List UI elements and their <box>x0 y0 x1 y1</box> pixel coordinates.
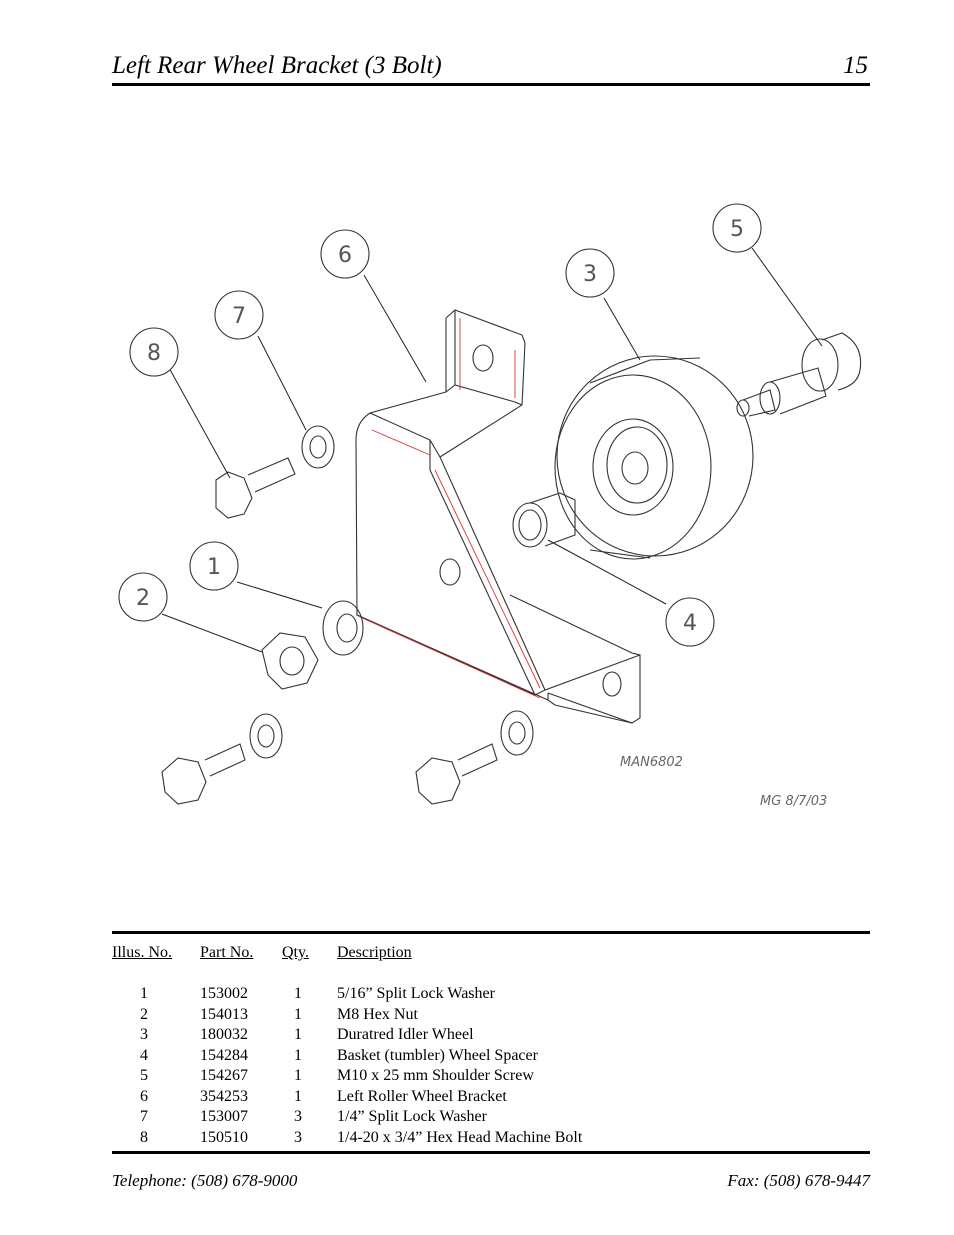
callout-leaders <box>161 247 823 653</box>
cell-desc: Left Roller Wheel Bracket <box>337 1087 507 1105</box>
col-header-qty: Qty. <box>282 944 309 961</box>
cell-illus: 7 <box>140 1108 148 1125</box>
table-row: 7 153007 3 1/4” Split Lock Washer <box>112 1107 870 1128</box>
parts-table: Illus. No. Part No. Qty. Description 1 1… <box>112 943 870 1148</box>
table-row: 5 154267 1 M10 x 25 mm Shoulder Screw <box>112 1066 870 1087</box>
cell-part: 150510 <box>200 1128 248 1146</box>
cell-illus: 4 <box>140 1046 148 1064</box>
idler-wheel <box>554 355 754 560</box>
page-title: Left Rear Wheel Bracket (3 Bolt) <box>112 52 442 79</box>
callout-5: 5 <box>730 217 744 242</box>
cell-qty: 1 <box>294 1067 302 1084</box>
cell-part: 154284 <box>200 1046 248 1064</box>
cell-part: 354253 <box>200 1087 248 1105</box>
table-row: 6 354253 1 Left Roller Wheel Bracket <box>112 1087 870 1108</box>
table-row: 8 150510 3 1/4-20 x 3/4” Hex Head Machin… <box>112 1128 870 1149</box>
lower-left-bolt <box>161 713 283 805</box>
cell-illus: 3 <box>140 1026 148 1043</box>
page-number: 15 <box>843 52 868 79</box>
lower-right-bolt <box>415 710 534 805</box>
cell-part: 154267 <box>200 1067 248 1084</box>
exploded-parts-diagram: 6 7 8 1 2 3 5 4 MAN6802 MG 8/7/03 <box>118 203 862 809</box>
cell-desc: M8 Hex Nut <box>337 1005 418 1023</box>
page-header: Left Rear Wheel Bracket (3 Bolt) 15 <box>112 52 870 82</box>
cell-part: 180032 <box>200 1026 248 1043</box>
col-header-part: Part No. <box>200 944 254 961</box>
cell-desc: 1/4” Split Lock Washer <box>337 1108 487 1125</box>
table-header-row: Illus. No. Part No. Qty. Description <box>112 943 870 964</box>
callout-balloons <box>118 203 762 647</box>
col-header-desc: Description <box>337 944 412 961</box>
shoulder-screw <box>736 332 862 417</box>
hex-nut <box>261 632 319 690</box>
cell-desc: Basket (tumbler) Wheel Spacer <box>337 1046 538 1064</box>
upper-lock-washer <box>301 425 335 469</box>
table-row: 3 180032 1 Duratred Idler Wheel <box>112 1025 870 1046</box>
cell-part: 154013 <box>200 1005 248 1023</box>
table-top-rule <box>112 931 870 934</box>
cell-qty: 1 <box>294 1026 302 1043</box>
cell-part: 153007 <box>200 1108 248 1125</box>
cell-illus: 8 <box>140 1128 148 1146</box>
cell-desc: 5/16” Split Lock Washer <box>337 985 495 1002</box>
wheel-spacer <box>512 492 576 548</box>
drawing-signature: MG 8/7/03 <box>760 794 827 809</box>
cell-illus: 6 <box>140 1087 148 1105</box>
header-rule <box>112 83 870 86</box>
upper-hex-bolt <box>215 457 296 519</box>
cell-qty: 1 <box>294 1046 302 1064</box>
telephone-text: Telephone: (508) 678-9000 <box>112 1171 298 1190</box>
callout-7: 7 <box>232 304 246 329</box>
cell-qty: 1 <box>294 1087 302 1105</box>
callout-4: 4 <box>683 611 697 636</box>
cell-qty: 1 <box>294 985 302 1002</box>
cell-desc: 1/4-20 x 3/4” Hex Head Machine Bolt <box>337 1128 583 1146</box>
cell-desc: Duratred Idler Wheel <box>337 1026 474 1043</box>
lock-washer <box>322 600 364 656</box>
table-row: 2 154013 1 M8 Hex Nut <box>112 1005 870 1026</box>
callout-1: 1 <box>207 555 221 580</box>
cell-qty: 1 <box>294 1005 302 1023</box>
col-header-illus: Illus. No. <box>112 944 172 961</box>
table-row: 4 154284 1 Basket (tumbler) Wheel Spacer <box>112 1046 870 1067</box>
callout-6: 6 <box>338 243 352 268</box>
cell-qty: 3 <box>294 1128 302 1146</box>
table-bottom-rule <box>112 1151 870 1154</box>
fax-text: Fax: (508) 678-9447 <box>727 1171 870 1190</box>
callout-8: 8 <box>147 341 161 366</box>
cell-illus: 5 <box>140 1067 148 1084</box>
cell-qty: 3 <box>294 1108 302 1125</box>
roller-wheel-bracket <box>355 309 641 724</box>
table-row: 1 153002 1 5/16” Split Lock Washer <box>112 984 870 1005</box>
callout-2: 2 <box>136 586 150 611</box>
cell-part: 153002 <box>200 985 248 1002</box>
cell-illus: 2 <box>140 1005 148 1023</box>
drawing-id: MAN6802 <box>620 755 683 770</box>
cell-desc: M10 x 25 mm Shoulder Screw <box>337 1067 534 1084</box>
cell-illus: 1 <box>140 985 148 1002</box>
callout-3: 3 <box>583 262 597 287</box>
